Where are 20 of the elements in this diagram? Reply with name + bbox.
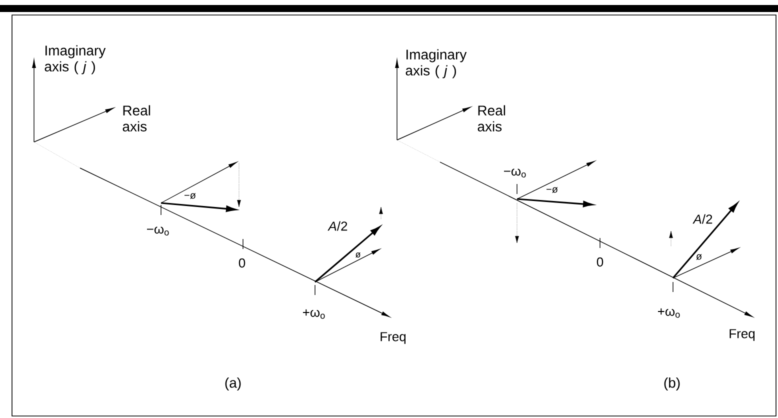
angle-label: −ø bbox=[184, 193, 196, 199]
panel-label: (b) bbox=[664, 377, 680, 391]
angle-label: ø bbox=[355, 252, 361, 258]
frequency-label: −ω$_{o}$ bbox=[504, 168, 526, 178]
axis-label: Imaginary axis ( j ) bbox=[406, 49, 467, 78]
tick-label: 0 bbox=[596, 257, 604, 267]
angle-label: −ø bbox=[546, 187, 558, 193]
tick-label: 0 bbox=[238, 258, 246, 268]
angle-label: ø bbox=[696, 254, 702, 260]
axis-label: Freq bbox=[380, 332, 406, 344]
panel-label: (a) bbox=[225, 377, 241, 391]
frequency-label: +ω$_{o}$ bbox=[658, 308, 680, 318]
magnitude-label: A/2 bbox=[328, 221, 348, 231]
magnitude-label: A/2 bbox=[692, 214, 712, 224]
frequency-label: −ω$_{o}$ bbox=[147, 226, 169, 236]
axis-label: Real axis bbox=[122, 105, 150, 132]
axis-label: Imaginary axis ( j ) bbox=[44, 45, 106, 74]
axis-label: Real axis bbox=[478, 105, 506, 132]
frequency-label: +ω$_{o}$ bbox=[302, 309, 325, 319]
axis-label: Freq bbox=[730, 329, 755, 341]
